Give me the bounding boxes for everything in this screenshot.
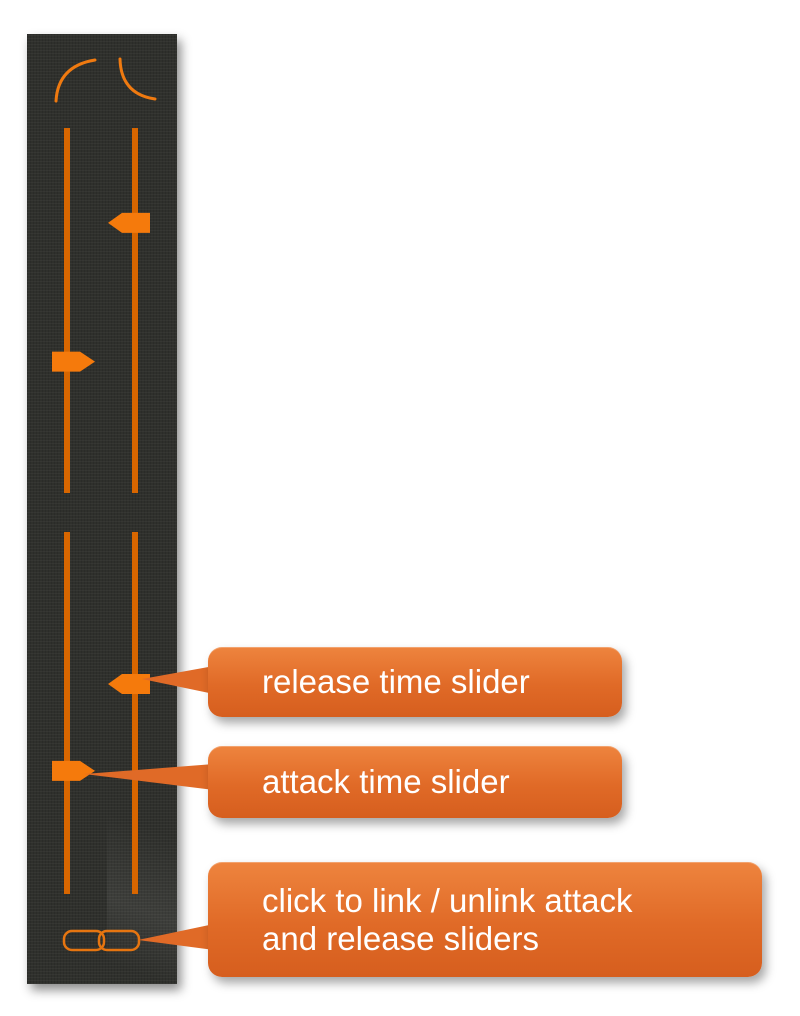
lower-release-slider-track[interactable] bbox=[132, 532, 138, 894]
attack-time-callout-label: attack time slider bbox=[262, 763, 510, 800]
chain-link-icon[interactable] bbox=[62, 929, 141, 952]
upper-attack-slider-track[interactable] bbox=[64, 128, 70, 493]
upper-attack-slider-handle[interactable] bbox=[52, 351, 95, 372]
lower-attack-slider-track[interactable] bbox=[64, 532, 70, 894]
release-curve-icon bbox=[118, 57, 157, 101]
link-callout-pointer bbox=[138, 924, 214, 950]
release-time-slider-handle[interactable] bbox=[108, 674, 150, 694]
link-sliders-callout-label: click to link / unlink attack and releas… bbox=[262, 881, 633, 957]
link-sliders-callout: click to link / unlink attack and releas… bbox=[208, 862, 762, 977]
attack-callout-pointer bbox=[84, 764, 214, 790]
attack-time-slider-handle[interactable] bbox=[52, 760, 95, 781]
release-time-callout-label: release time slider bbox=[262, 663, 530, 700]
envelope-panel bbox=[27, 34, 177, 984]
upper-release-slider-handle[interactable] bbox=[108, 212, 150, 233]
upper-release-slider-track[interactable] bbox=[132, 128, 138, 493]
release-callout-pointer bbox=[142, 666, 214, 694]
release-time-callout: release time slider bbox=[208, 647, 622, 717]
attack-curve-icon bbox=[54, 58, 97, 103]
attack-time-callout: attack time slider bbox=[208, 746, 622, 818]
